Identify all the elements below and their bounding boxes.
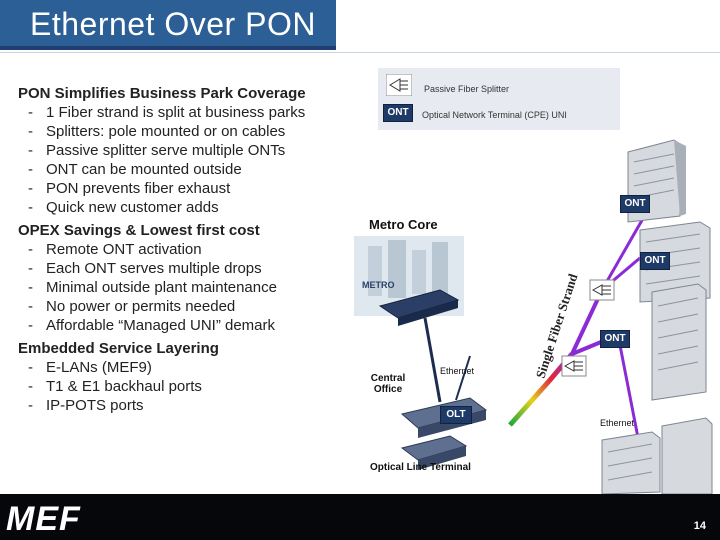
ethernet-top-label: Ethernet [440,366,475,376]
ethernet-bottom-label: Ethernet [600,418,635,428]
splitter-legend-icon [386,74,412,96]
title-bar [0,0,336,50]
section-opex: OPEX Savings & Lowest first cost Remote … [18,221,348,335]
ont-badge-middle: ONT [640,252,670,270]
metro-logo-text: METRO [362,280,395,290]
list-item: Affordable “Managed UNI” demark [18,316,348,335]
page-number: 14 [693,520,706,532]
list-item: IP-POTS ports [18,396,348,415]
mef-logo: MEF [6,500,81,538]
title-divider [0,52,720,53]
section-list: E-LANs (MEF9) T1 & E1 backhaul ports IP-… [18,358,348,415]
list-item: Remote ONT activation [18,240,348,259]
metro-core-label: Metro Core [369,217,438,232]
section-heading: OPEX Savings & Lowest first cost [18,222,260,239]
slide-title: Ethernet Over PON [30,6,316,42]
pon-network-diagram [354,139,713,494]
olt-badge: OLT [440,406,472,424]
list-item: Splitters: pole mounted or on cables [18,122,348,141]
legend-splitter-label: Passive Fiber Splitter [424,84,510,94]
central-office-label: Central Office [370,373,406,395]
section-heading: Embedded Service Layering [18,340,219,357]
list-item: PON prevents fiber exhaust [18,179,348,198]
splitter-icon [561,355,587,377]
section-heading: PON Simplifies Business Park Coverage [18,85,306,102]
olt-caption-label: Optical Line Terminal [370,462,471,473]
olt-device [400,435,468,470]
bullet-content: PON Simplifies Business Park Coverage 1 … [18,84,348,415]
section-business-park: PON Simplifies Business Park Coverage 1 … [18,84,348,217]
ont-badge-lower: ONT [600,330,630,348]
list-item: No power or permits needed [18,297,348,316]
list-item: Minimal outside plant maintenance [18,278,348,297]
metro-core-graphic [354,236,464,326]
list-item: T1 & E1 backhaul ports [18,377,348,396]
list-item: Each ONT serves multiple drops [18,259,348,278]
footer-bar [0,494,720,540]
legend-ont-label: Optical Network Terminal (CPE) UNI [422,110,567,120]
building-lower-icon [601,417,713,494]
ont-badge-top: ONT [620,195,650,213]
legend-box [378,68,620,130]
section-list: 1 Fiber strand is split at business park… [18,103,348,217]
list-item: E-LANs (MEF9) [18,358,348,377]
list-item: Quick new customer adds [18,198,348,217]
ont-legend-icon: ONT [383,104,413,122]
list-item: 1 Fiber strand is split at business park… [18,103,348,122]
section-service-layering: Embedded Service Layering E-LANs (MEF9) … [18,339,348,415]
list-item: ONT can be mounted outside [18,160,348,179]
splitter-icon [589,279,615,301]
section-list: Remote ONT activation Each ONT serves mu… [18,240,348,335]
building-tall-icon [651,283,707,401]
list-item: Passive splitter serve multiple ONTs [18,141,348,160]
